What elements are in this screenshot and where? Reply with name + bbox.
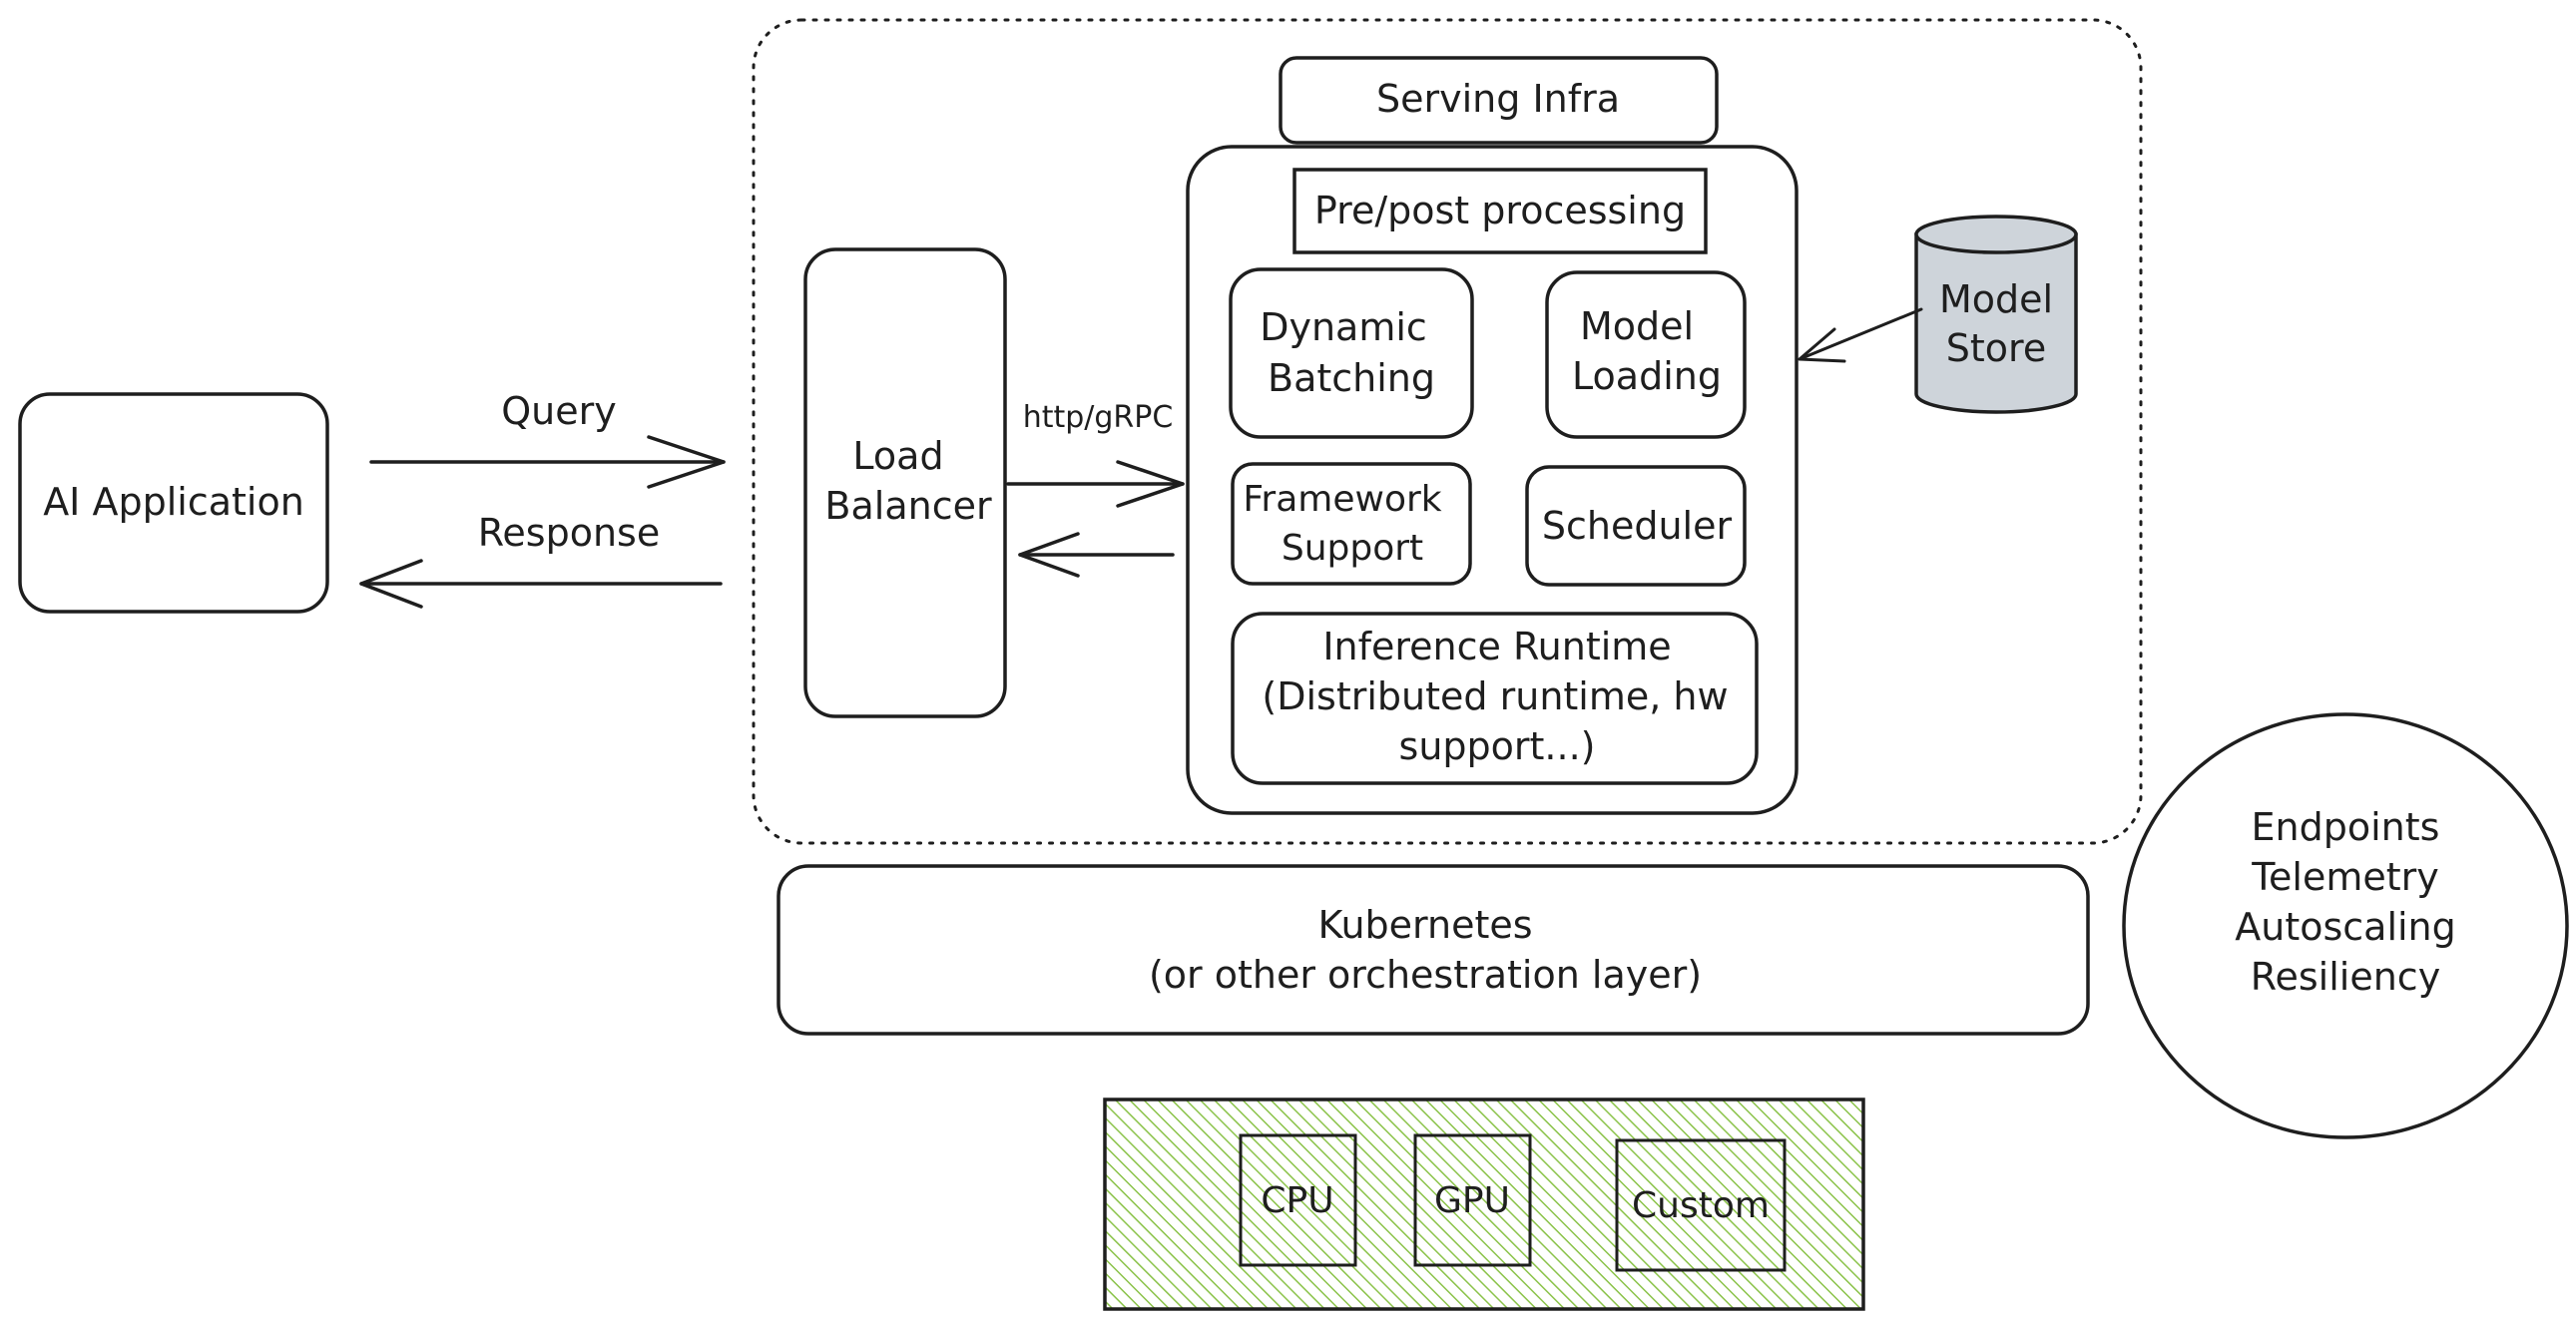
inference-runtime-line1: Inference Runtime [1322,625,1671,668]
kubernetes-line1: Kubernetes [1317,903,1532,947]
framework-support-line2: Support [1282,528,1423,569]
custom-box[interactable]: Custom [1615,1138,1787,1272]
dynamic-batching-line2: Batching [1268,356,1435,400]
model-loading-box[interactable]: Model Loading [1545,270,1747,439]
cpu-label: CPU [1261,1180,1333,1221]
ai-application-label: AI Application [43,480,304,524]
framework-support-line1: Framework [1243,479,1441,520]
serving-infra-title: Serving Infra [1376,77,1620,121]
dynamic-batching-box[interactable]: Dynamic Batching [1229,267,1474,439]
inference-runtime-box[interactable]: Inference Runtime (Distributed runtime, … [1231,612,1759,785]
dynamic-batching-line1: Dynamic [1260,305,1427,349]
model-loading-line1: Model [1580,304,1694,348]
http-grpc-label: http/gRPC [1023,400,1174,435]
load-balancer-label-line1: Load [852,434,943,478]
hardware-layer: CPU GPU Custom [1103,1098,1865,1311]
capability-telemetry: Telemetry [2251,855,2438,899]
gpu-box[interactable]: GPU [1413,1133,1532,1267]
query-arrow: Query [369,389,726,489]
scheduler-box[interactable]: Scheduler [1525,465,1747,587]
custom-label: Custom [1632,1185,1770,1226]
response-arrow: Response [359,511,723,609]
load-balancer-label-line2: Balancer [824,484,992,528]
model-store-arrow [1798,307,1923,363]
http-grpc-arrows: http/gRPC [1006,400,1185,578]
kubernetes-line2: (or other orchestration layer) [1149,953,1702,997]
model-store-line1: Model [1939,277,2053,321]
query-label: Query [501,389,616,433]
inference-runtime-line3: support...) [1399,724,1596,768]
kubernetes-layer[interactable]: Kubernetes (or other orchestration layer… [776,864,2090,1036]
framework-support-box[interactable]: Framework Support [1231,462,1472,586]
capability-endpoints: Endpoints [2252,805,2440,849]
model-loading-line2: Loading [1572,354,1722,398]
capability-autoscaling: Autoscaling [2235,905,2456,949]
serving-infra-title-box: Serving Infra [1279,56,1719,145]
capability-resiliency: Resiliency [2251,955,2440,999]
inference-runtime-line2: (Distributed runtime, hw [1262,674,1728,718]
model-store-line2: Store [1946,326,2046,370]
pre-post-processing-box[interactable]: Pre/post processing [1292,168,1708,254]
scheduler-label: Scheduler [1542,504,1733,548]
response-label: Response [478,511,661,555]
load-balancer-node[interactable]: Load Balancer [803,247,1007,718]
cpu-box[interactable]: CPU [1239,1133,1357,1267]
ai-application-node[interactable]: AI Application [18,392,329,614]
pre-post-processing-label: Pre/post processing [1314,189,1686,232]
serving-boundary [752,18,2143,845]
model-store-cylinder[interactable]: Model Store [1914,215,2078,414]
gpu-label: GPU [1434,1180,1510,1221]
capabilities-circle: Endpoints Telemetry Autoscaling Resilien… [2122,712,2569,1139]
